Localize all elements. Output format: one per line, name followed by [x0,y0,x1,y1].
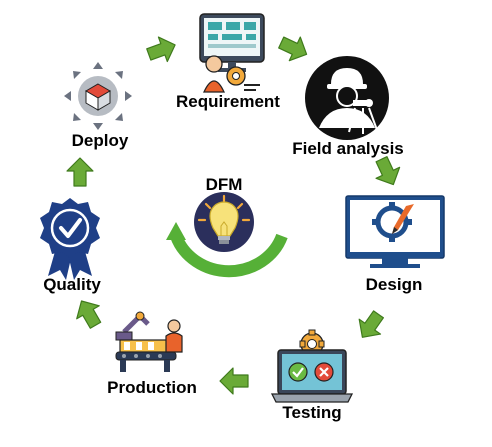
field-analysis-icon [305,56,389,140]
arrow-design-to-testing [351,306,390,346]
arrow-production-to-quality [69,293,108,333]
deploy-cube-icon [64,62,132,130]
stage-label-field-analysis: Field analysis [292,139,404,158]
arrow-deploy-to-requirement [143,32,181,68]
design-monitor-icon [345,195,445,268]
quality-badge-icon [40,198,100,280]
center-cycle-icon [166,222,288,278]
stage-label-requirement: Requirement [176,92,280,111]
stage-label-testing: Testing [282,403,341,422]
stage-label-deploy: Deploy [72,131,129,150]
testing-laptop-icon [270,329,354,403]
lightbulb-icon [194,192,254,252]
stage-label-design: Design [366,275,423,294]
stage-label-production: Production [107,378,197,397]
arrow-testing-to-production [219,367,249,395]
arrow-requirement-to-field-analysis [275,30,313,67]
production-line-icon [115,311,183,372]
arrow-field-analysis-to-design [369,153,406,191]
stage-label-quality: Quality [43,275,101,294]
arrow-quality-to-deploy [66,157,94,187]
center-label-dfm: DFM [206,175,243,194]
requirement-icon [199,13,265,93]
